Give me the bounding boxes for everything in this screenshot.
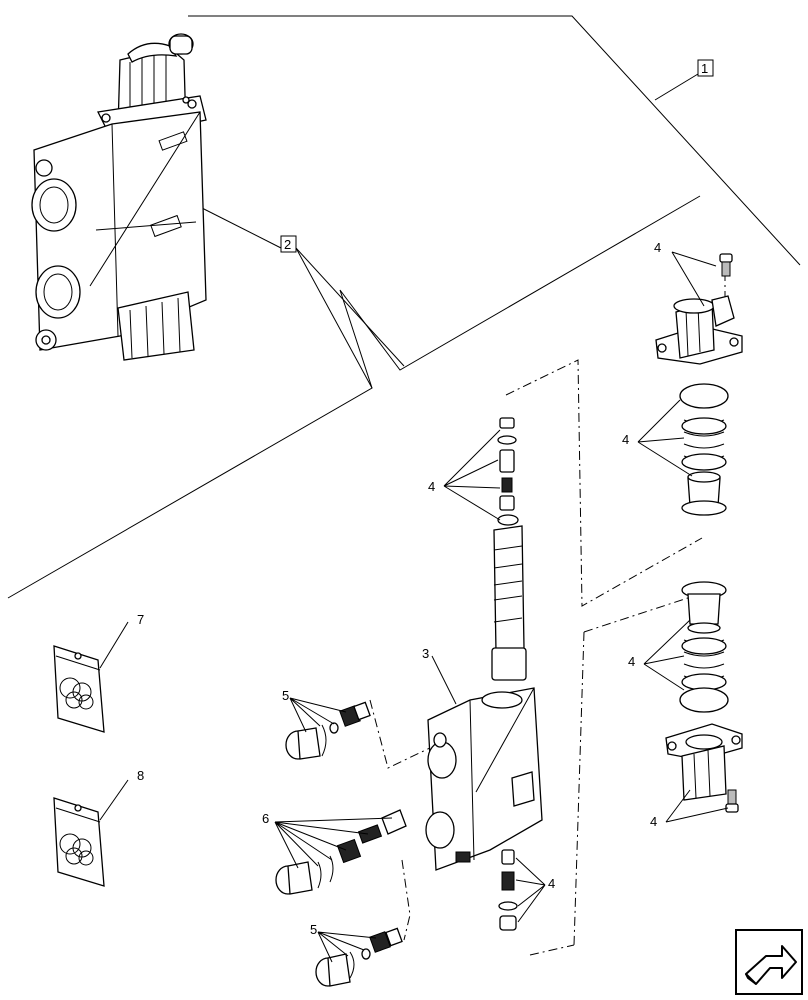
callout-4-bottom-screw: 4 [650, 789, 729, 829]
callout-1: 1 [654, 59, 714, 101]
callout-2: 2 [197, 205, 405, 389]
section-body-3 [425, 687, 543, 871]
seal-kit-bag-7: 7 [53, 612, 144, 733]
upper-actuator-group [655, 253, 743, 516]
callout-4-bottom-spring: 4 [628, 619, 691, 691]
spool-components [491, 417, 527, 681]
callout-4-top-screw-label: 4 [654, 240, 661, 255]
relief-valve-lower [315, 927, 403, 987]
lower-actuator-group [665, 581, 743, 813]
callout-5-lower-label: 5 [310, 922, 317, 937]
relief-valve-6 [275, 809, 407, 895]
relief-valve-upper [285, 701, 371, 760]
callout-4-spool-label: 4 [428, 479, 435, 494]
callout-4-spool: 4 [428, 429, 501, 521]
callout-6-label: 6 [262, 811, 269, 826]
assembly-centerlines [369, 268, 726, 956]
callout-4-bottom-screw-label: 4 [650, 814, 657, 829]
callout-5-upper-label: 5 [282, 688, 289, 703]
callout-4-top-spring-label: 4 [622, 432, 629, 447]
valve-section-assembly [31, 33, 207, 361]
callout-5-upper: 5 [282, 688, 347, 733]
callout-4-bottom-spring-label: 4 [628, 654, 635, 669]
check-components [498, 849, 518, 931]
callout-4-top-spring: 4 [622, 399, 693, 477]
callout-1-label: 1 [701, 61, 708, 76]
callout-3: 3 [422, 646, 457, 705]
callout-2-label: 2 [284, 237, 291, 252]
next-page-arrow-icon[interactable] [735, 929, 803, 995]
callout-4-check: 4 [515, 857, 555, 923]
assembly-boundary-lines [7, 15, 801, 599]
callout-8-label: 8 [137, 768, 144, 783]
callout-4-top-screw: 4 [654, 240, 717, 307]
callout-3-label: 3 [422, 646, 429, 661]
seal-kit-bag-8: 8 [53, 768, 144, 887]
callout-6: 6 [262, 811, 393, 869]
callout-7-label: 7 [137, 612, 144, 627]
callout-4-check-label: 4 [548, 876, 555, 891]
callout-5-lower: 5 [310, 922, 377, 963]
